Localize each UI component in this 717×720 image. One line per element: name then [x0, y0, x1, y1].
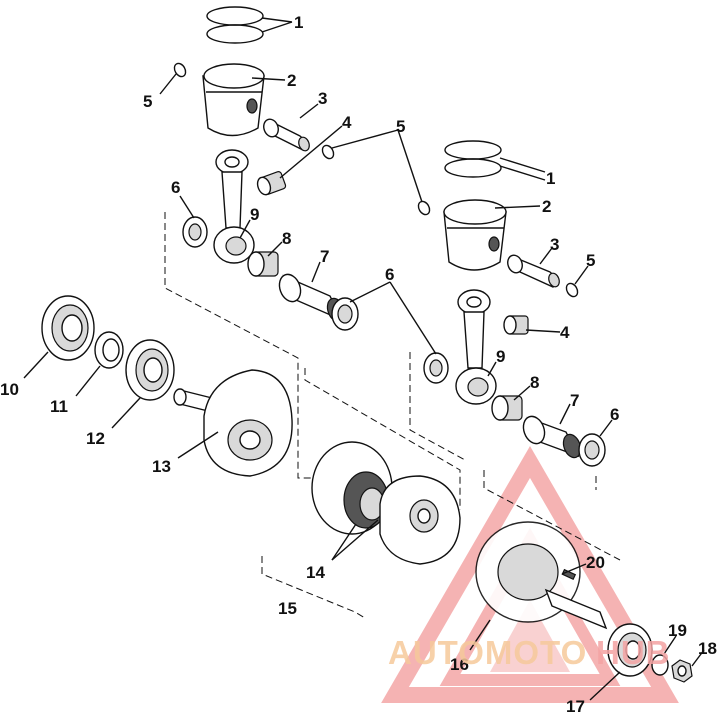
- watermark-text-right: HUB: [596, 634, 671, 671]
- piston-rings-left: [206, 6, 264, 44]
- needle-bearing-right-small: [503, 315, 529, 335]
- pin-clip-right-top: [417, 200, 431, 216]
- main-bearing-left: [41, 295, 95, 361]
- callout-10: 10: [0, 380, 19, 399]
- output-bearing: [607, 623, 653, 677]
- callout-18: 18: [698, 639, 717, 658]
- callout-3-right: 3: [550, 235, 559, 254]
- callout-2-left: 2: [287, 71, 296, 90]
- callout-5-right: 5: [586, 251, 595, 270]
- callout-7-right: 7: [570, 391, 579, 410]
- leader-lines: [23, 17, 705, 701]
- needle-bearing-left-small: [256, 171, 287, 196]
- pin-clip-center: [321, 144, 335, 160]
- pin-clip-right: [565, 282, 579, 298]
- piston-rings-right: [444, 140, 502, 178]
- watermark-text-left: AUTOMOTO: [388, 634, 587, 671]
- crank-nut: [671, 659, 693, 683]
- thrust-washer-left: [182, 216, 208, 248]
- crank-half-left: [173, 369, 293, 477]
- callout-labels: 1 2 5 3 4 5 6 9 8 7 6 1 2 3 5 4 9 8 7 6 …: [0, 13, 717, 716]
- crank-half-right: [475, 521, 608, 630]
- callout-1-left: 1: [294, 13, 303, 32]
- piston-pin-right: [507, 254, 560, 288]
- callout-9-right: 9: [496, 347, 505, 366]
- crank-center-assembly: [311, 441, 461, 565]
- lock-washer: [651, 654, 669, 676]
- callout-4-right: 4: [560, 323, 570, 342]
- callout-20: 20: [586, 553, 605, 572]
- callout-7-left: 7: [320, 247, 329, 266]
- callout-19: 19: [668, 621, 687, 640]
- needle-bearing-left-big: [247, 251, 279, 277]
- thrust-washer-center: [331, 297, 359, 331]
- callout-4-left: 4: [342, 113, 352, 132]
- callout-3-left: 3: [318, 89, 327, 108]
- thrust-washer-right-bottom: [578, 433, 606, 467]
- callout-9-left: 9: [250, 205, 259, 224]
- callout-1-right: 1: [546, 169, 555, 188]
- thrust-washer-right-top: [423, 352, 449, 384]
- callout-13: 13: [152, 457, 171, 476]
- callout-14: 14: [306, 563, 325, 582]
- connecting-rod-left: [213, 149, 255, 264]
- callout-8-right: 8: [530, 373, 539, 392]
- callout-6-right: 6: [610, 405, 619, 424]
- callout-15: 15: [278, 599, 297, 618]
- connecting-rod-right: [455, 289, 497, 405]
- seal-ring: [94, 331, 124, 369]
- callout-11: 11: [50, 397, 68, 416]
- callout-12: 12: [86, 429, 105, 448]
- watermark-text: AUTOMOTO HUB: [388, 634, 671, 671]
- callout-2-right: 2: [542, 197, 551, 216]
- callout-8-left: 8: [282, 229, 291, 248]
- piston-right: [443, 199, 507, 271]
- main-bearing-center: [125, 339, 175, 401]
- callout-6-center: 6: [385, 265, 394, 284]
- callout-5-center: 5: [396, 117, 405, 136]
- needle-bearing-right-big: [491, 395, 523, 421]
- piston-left: [202, 63, 265, 137]
- callout-5-left: 5: [143, 92, 152, 111]
- piston-pin-left: [263, 118, 310, 152]
- pin-clip-left-top: [173, 62, 187, 78]
- callout-16: 16: [450, 655, 469, 674]
- dashed-guide-lines: [164, 212, 621, 619]
- callout-6-left: 6: [171, 178, 180, 197]
- callout-17: 17: [566, 697, 585, 715]
